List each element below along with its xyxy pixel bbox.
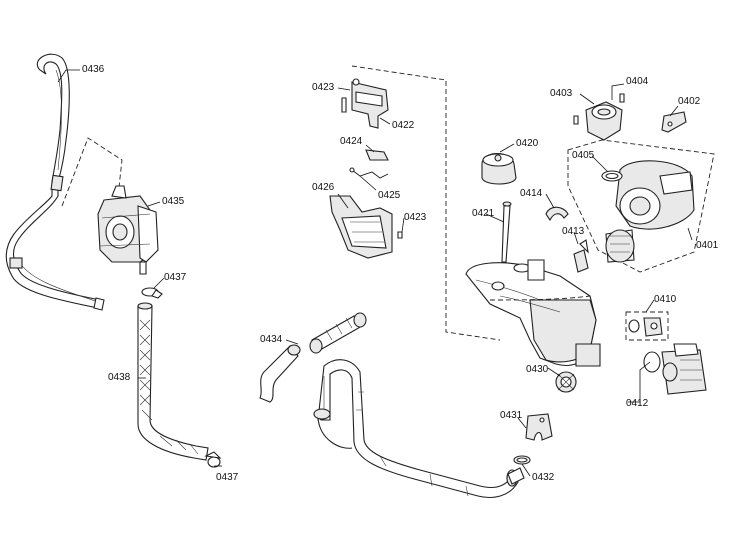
label-0405: 0405 xyxy=(572,150,595,161)
bracket-0402 xyxy=(661,111,687,133)
bracket-0422 xyxy=(341,78,389,129)
part-0413 xyxy=(573,239,589,273)
rod-0421 xyxy=(501,201,512,263)
label-0424: 0424 xyxy=(340,136,363,147)
hose-0438 xyxy=(137,302,209,461)
label-0430: 0430 xyxy=(526,364,549,375)
label-0414: 0414 xyxy=(520,188,543,199)
label-0412: 0412 xyxy=(626,398,649,409)
assembly-box-0410 xyxy=(625,311,669,341)
check-valve-0410 xyxy=(628,317,663,337)
leader-lines xyxy=(57,69,693,477)
ring-0405 xyxy=(601,170,623,182)
label-0437-upper: 0437 xyxy=(164,272,187,283)
label-0413: 0413 xyxy=(562,226,585,237)
label-0438: 0438 xyxy=(108,372,131,383)
label-0404: 0404 xyxy=(626,76,649,87)
assembly-box-0401 xyxy=(567,139,715,273)
label-0421: 0421 xyxy=(472,208,495,219)
pump-0412 xyxy=(643,343,707,395)
label-0402: 0402 xyxy=(678,96,701,107)
label-0423-lower: 0423 xyxy=(404,212,427,223)
drain-hose-0436 xyxy=(5,53,105,311)
label-0423-upper: 0423 xyxy=(312,82,335,93)
housing-0426 xyxy=(329,195,403,259)
saddle-0431 xyxy=(525,413,553,441)
clip-0414 xyxy=(545,206,569,222)
label-0403: 0403 xyxy=(550,88,573,99)
clamp-0437-lower xyxy=(204,451,222,468)
circulation-pump-0401 xyxy=(605,160,695,263)
label-0436: 0436 xyxy=(82,64,105,75)
label-0432: 0432 xyxy=(532,472,555,483)
label-0422: 0422 xyxy=(392,120,415,131)
label-0410: 0410 xyxy=(654,294,677,305)
filter-0430 xyxy=(555,371,577,393)
flange-0403 xyxy=(573,93,625,141)
cap-0420 xyxy=(481,152,517,185)
sensor-0424 xyxy=(349,149,389,179)
sump-housing xyxy=(465,259,601,367)
ring-0432 xyxy=(513,455,531,465)
label-0426: 0426 xyxy=(312,182,335,193)
hose-0434 xyxy=(259,312,367,403)
drain-hose-lower xyxy=(313,359,525,499)
clamp-0437-upper xyxy=(141,287,163,299)
label-0437-lower: 0437 xyxy=(216,472,239,483)
label-0401: 0401 xyxy=(696,240,719,251)
label-0425: 0425 xyxy=(378,190,401,201)
label-0420: 0420 xyxy=(516,138,539,149)
label-0431: 0431 xyxy=(500,410,523,421)
label-0434: 0434 xyxy=(260,334,283,345)
drain-pump-0435 xyxy=(61,137,159,275)
label-0435: 0435 xyxy=(162,196,185,207)
